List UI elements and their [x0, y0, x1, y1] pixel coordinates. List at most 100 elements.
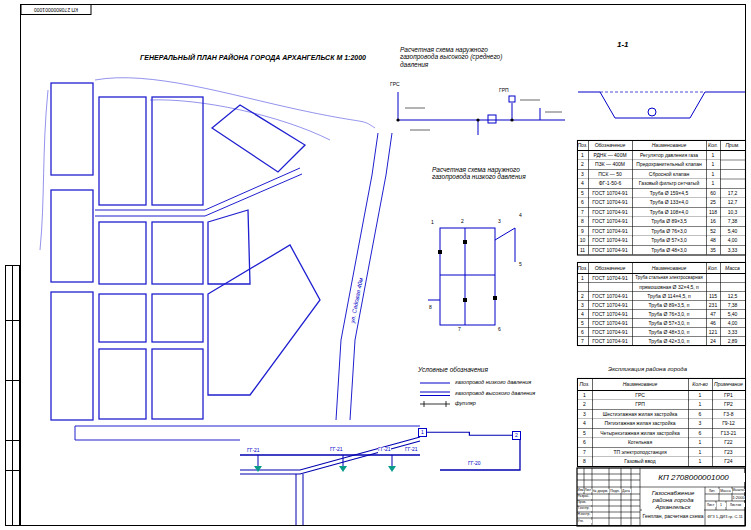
- stamp-cell: Т.контр.: [578, 507, 592, 511]
- table-cell: 4: [578, 419, 592, 428]
- sheet-name: Генплан, расчетная схема: [642, 514, 704, 520]
- stamp-cell: Лист: [585, 489, 592, 493]
- table-cell: 35: [707, 246, 720, 255]
- table-cell: Котельная: [593, 438, 688, 447]
- scheme-title: Расчетная схема наружного газопровода вы…: [400, 46, 518, 68]
- table-cell: 7: [578, 448, 592, 457]
- stamp-cell: Лист: [706, 503, 716, 507]
- table-cell: 1: [689, 438, 712, 447]
- table-cell: 3: [578, 410, 592, 419]
- legend-title: Условные обозначения: [418, 366, 488, 373]
- table-cell: Труба Ø 48×3,0, п: [633, 328, 706, 336]
- stamp-cell: Масса: [720, 489, 732, 493]
- table-cell: ГОСТ 10704-91: [589, 217, 632, 226]
- station-number: 2: [515, 432, 518, 439]
- table-cell: 6: [578, 328, 588, 336]
- table-cell: Предохранительный клапан: [633, 160, 706, 169]
- table-cell: 11: [578, 246, 588, 255]
- node-number: 6: [498, 327, 501, 333]
- scheme-fittings: [438, 240, 497, 302]
- table-cell: 10,3: [721, 208, 745, 217]
- table-header: Наименование: [633, 141, 706, 150]
- stamp-cell: Лит.: [706, 489, 719, 493]
- table-cell: ГР1: [713, 391, 745, 400]
- table-header: Поз.: [578, 379, 592, 390]
- table-header: Поз.: [578, 141, 588, 150]
- table-cell: ГОСТ 10704-91: [589, 246, 632, 255]
- table-cell: 7: [578, 337, 588, 345]
- table-header: Кол.: [707, 263, 720, 273]
- table-cell: 16: [707, 217, 720, 226]
- stamp-cell: 1: [717, 503, 726, 507]
- sheet-title: ГЕНЕРАЛЬНЫЙ ПЛАН РАЙОНА ГОРОДА АРХАНГЕЛЬ…: [140, 54, 366, 62]
- table-cell: Труба Ø 133×4,0: [633, 198, 706, 207]
- doc-number: КП 2708000001000: [642, 473, 745, 482]
- table-cell: Газовый фильтр сетчатый: [633, 179, 706, 188]
- table-cell: Г9-12: [713, 419, 745, 428]
- org-name: ФГЗ 1-ДИЗ гр. С-11: [706, 515, 744, 520]
- table-cell: 12,5: [721, 292, 745, 300]
- table-cell: 1: [689, 391, 712, 400]
- table-cell: Г23: [713, 448, 745, 457]
- table-cell: ГОСТ 10704-91: [589, 236, 632, 245]
- legend-samples: [420, 383, 450, 407]
- table-cell: Труба Ø 89×3,5: [633, 217, 706, 226]
- table-cell: Труба Ø 76×3,0: [633, 227, 706, 236]
- table-cell: 5: [578, 429, 592, 438]
- node-number: 4: [519, 213, 522, 219]
- stamp-cell: Масштаб: [733, 489, 745, 492]
- pipe-label: ГГ-20: [468, 461, 481, 467]
- stamp-cell: Подп.: [610, 489, 621, 493]
- table-cell: 7: [578, 208, 588, 217]
- table-cell: ГР2: [713, 400, 745, 409]
- table-cell: 9: [578, 227, 588, 236]
- node-number: 5: [519, 262, 522, 268]
- stamp-cell: Разраб.: [578, 495, 592, 499]
- table-cell: 3: [578, 301, 588, 309]
- table-cell: 3: [689, 419, 712, 428]
- table-cell: 8: [578, 217, 588, 226]
- table-cell: 1: [707, 160, 720, 169]
- table-header: Поз.: [578, 263, 588, 273]
- node-number: 8: [429, 305, 432, 311]
- table-cell: 6: [578, 198, 588, 207]
- table-cell: 118: [707, 208, 720, 217]
- section-label: 1-1: [617, 40, 629, 49]
- table-border: [578, 263, 746, 346]
- table-cell: ГОСТ 10704-91: [589, 208, 632, 217]
- table-header: Наименование: [633, 263, 706, 273]
- station-number: 1: [421, 429, 424, 436]
- table-header: Кол-во: [689, 379, 712, 390]
- legend-text: футляр: [455, 400, 476, 406]
- stamp-cell: Пров.: [578, 501, 592, 505]
- table-cell: Труба Ø 42×3,0, п: [633, 337, 706, 345]
- table-cell: Труба Ø 76×3,0, п: [633, 310, 706, 318]
- table-cell: 17,2: [721, 189, 745, 198]
- table-cell: Труба Ø 114×4,5, п: [633, 292, 706, 300]
- table-header: Наименование: [593, 379, 688, 390]
- table-cell: Четырехэтажная жилая застройка: [593, 429, 688, 438]
- table-cell: ГОСТ 10704-91: [589, 274, 632, 282]
- table-cell: 1: [707, 170, 720, 179]
- stamp-cell: № докум.: [593, 489, 609, 493]
- table-cell: 7,38: [721, 217, 745, 226]
- scheme-nodes: [396, 118, 513, 121]
- table-cell: 4: [578, 179, 588, 188]
- table-cell: 46: [707, 319, 720, 327]
- gas-inlets: [254, 466, 396, 472]
- table-cell: ГРС: [593, 391, 688, 400]
- project-title: Газоснабжение района города Архангельск: [642, 490, 704, 511]
- table-cell: прямошовная Ø 32×4,5, п: [633, 283, 706, 291]
- table-cell: Г3-8: [713, 410, 745, 419]
- table-cell: 2,89: [721, 337, 745, 345]
- table-cell: Труба стальная электросварная: [633, 274, 706, 282]
- table-cell: 231: [707, 301, 720, 309]
- table-cell: 3,33: [721, 246, 745, 255]
- streets: [75, 133, 420, 440]
- table-cell: 7,38: [721, 301, 745, 309]
- pipe-label: ГГ-21: [378, 447, 391, 453]
- stamp-cell: Листов: [727, 503, 745, 507]
- table-cell: 5: [578, 189, 588, 198]
- table-header: Кол.: [707, 141, 720, 150]
- table-cell: 1: [689, 400, 712, 409]
